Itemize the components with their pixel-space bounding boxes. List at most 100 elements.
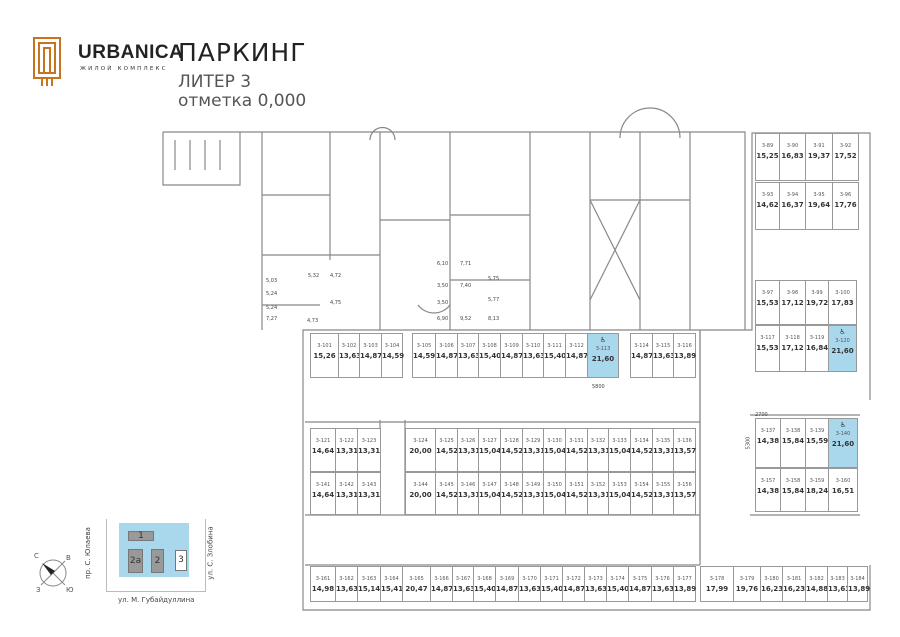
space-number: 3-118 — [785, 335, 800, 341]
space-area: 14,38 — [756, 437, 780, 445]
storage-room-area: 5,75 — [488, 276, 500, 282]
space-number: 3-96 — [839, 192, 852, 198]
